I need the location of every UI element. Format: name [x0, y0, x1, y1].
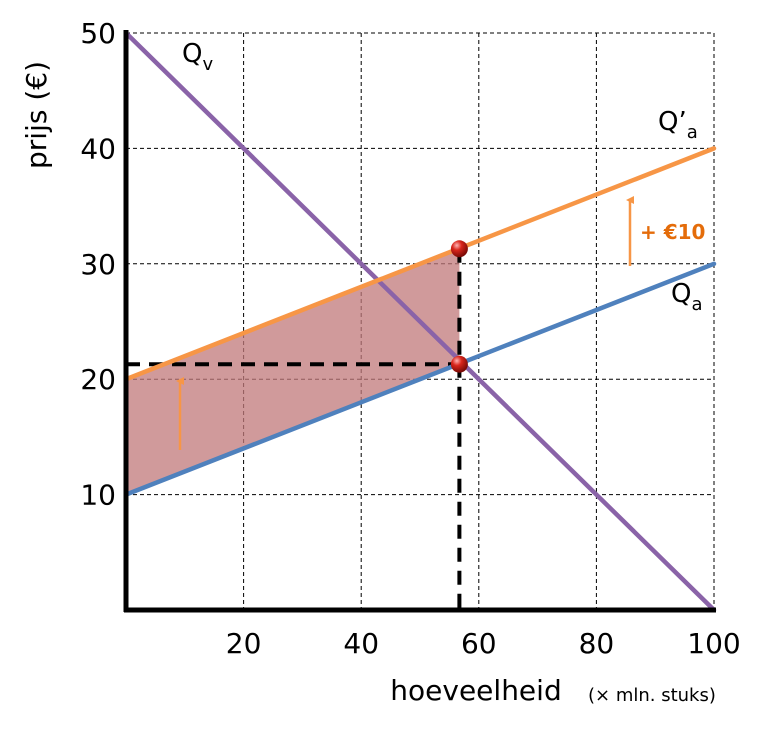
x-tick-label-0: 20: [226, 627, 262, 660]
y-tick-label-2: 30: [80, 248, 116, 281]
demand-curve-qv: [123, 30, 717, 613]
axes: [123, 30, 716, 613]
y-tick-label-1: 20: [80, 363, 116, 396]
equilibrium-dashed-lines: [126, 248, 462, 610]
curves: [123, 30, 717, 613]
shaded-area: [126, 248, 460, 495]
demand-curve-label: Qv: [182, 39, 213, 75]
shifted-supply-curve-label: Q’a: [658, 107, 698, 143]
x-tick-label-4: 100: [687, 627, 740, 660]
x-tick-label-2: 60: [461, 627, 497, 660]
y-axis-title: prijs (€): [20, 61, 53, 169]
tick-labels: 20 40 60 80 100 10 20 30 40 50: [80, 17, 740, 660]
equilibrium-point-1: [450, 240, 468, 258]
price-increase-label: + €10: [640, 220, 705, 244]
y-tick-label-0: 10: [80, 479, 116, 512]
shifted-supply-curve-qa-prime: [123, 146, 717, 382]
supply-curve-qa: [123, 261, 717, 497]
y-tick-label-3: 40: [80, 132, 116, 165]
y-tick-label-4: 50: [80, 17, 116, 50]
shift-arrows: [176, 196, 634, 450]
equilibrium-points: [450, 240, 468, 373]
equilibrium-point-0: [450, 355, 468, 373]
x-axis-title: hoeveelheid: [390, 674, 561, 707]
supply-curve-label: Qa: [671, 279, 703, 315]
x-tick-label-1: 40: [343, 627, 379, 660]
x-axis-unit: (× mln. stuks): [588, 685, 716, 706]
x-tick-label-3: 80: [579, 627, 615, 660]
